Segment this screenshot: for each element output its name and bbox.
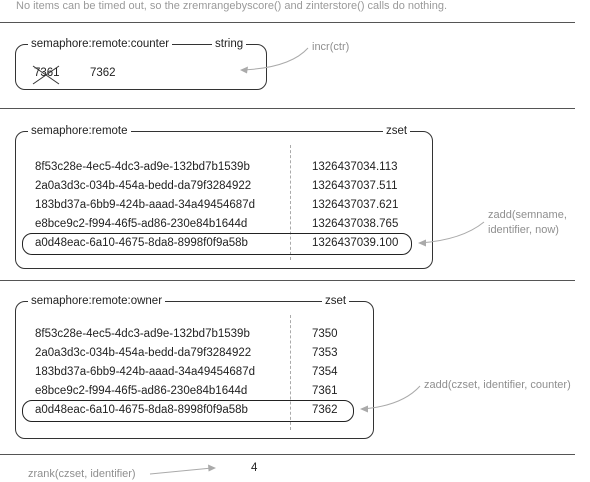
column-separator xyxy=(290,315,291,430)
zadd-semname-annotation-line1: zadd(semname, xyxy=(488,209,567,221)
remote-member: 8f53c28e-4ec5-4dc3-ad9e-132bd7b1539b xyxy=(35,161,250,173)
header-rule xyxy=(176,131,381,132)
divider-bottom xyxy=(0,454,575,455)
remote-member: e8bce9c2-f994-46f5-ad86-230e84b1644d xyxy=(35,218,248,230)
remote-member: a0d48eac-6a10-4675-8da8-8998f0f9a58b xyxy=(35,237,248,249)
owner-score: 7354 xyxy=(312,366,338,378)
highlight-pill xyxy=(22,400,354,422)
counter-new-value: 7362 xyxy=(90,67,116,79)
incr-annotation: incr(ctr) xyxy=(312,41,350,53)
zadd-semname-annotation-line2: identifier, now) xyxy=(488,224,559,236)
counter-key: semaphore:remote:counter xyxy=(28,37,173,51)
divider-middle xyxy=(0,108,575,109)
remote-score: 1326437037.621 xyxy=(312,199,399,211)
owner-score: 7362 xyxy=(312,404,338,416)
highlight-pill xyxy=(22,233,412,255)
owner-member: 2a0a3d3c-034b-454a-bedd-da79f3284922 xyxy=(35,347,252,359)
remote-member: 2a0a3d3c-034b-454a-bedd-da79f3284922 xyxy=(35,180,252,192)
owner-type: zset xyxy=(322,294,350,308)
owner-zset-box xyxy=(15,301,374,439)
remote-score: 1326437037.511 xyxy=(312,180,398,192)
owner-score: 7350 xyxy=(312,328,338,340)
owner-member: 183bd37a-6bb9-424b-aaad-34a49454687d xyxy=(35,366,255,378)
owner-score: 7361 xyxy=(312,385,338,397)
header-rule xyxy=(209,301,319,302)
owner-member: e8bce9c2-f994-46f5-ad86-230e84b1644d xyxy=(35,385,248,397)
remote-member: 183bd37a-6bb9-424b-aaad-34a49454687d xyxy=(35,199,255,211)
owner-score: 7353 xyxy=(312,347,338,359)
owner-member: 8f53c28e-4ec5-4dc3-ad9e-132bd7b1539b xyxy=(35,328,250,340)
remote-key: semaphore:remote xyxy=(28,124,131,138)
owner-key: semaphore:remote:owner xyxy=(28,294,166,308)
divider-lower xyxy=(0,280,575,281)
zadd-czset-annotation: zadd(czset, identifier, counter) xyxy=(424,379,571,391)
remote-type: zset xyxy=(383,124,411,138)
zrank-result: 4 xyxy=(251,462,258,474)
owner-member: a0d48eac-6a10-4675-8da8-8998f0f9a58b xyxy=(35,404,248,416)
remote-score: 1326437039.100 xyxy=(312,237,399,249)
remote-score: 1326437034.113 xyxy=(312,161,398,173)
counter-type: string xyxy=(212,37,247,51)
remote-score: 1326437038.765 xyxy=(312,218,399,230)
divider-top xyxy=(0,22,575,23)
zrank-annotation: zrank(czset, identifier) xyxy=(28,468,136,480)
column-separator xyxy=(290,145,291,260)
caption: No items can be timed out, so the zremra… xyxy=(16,0,448,12)
header-rule xyxy=(186,44,209,45)
